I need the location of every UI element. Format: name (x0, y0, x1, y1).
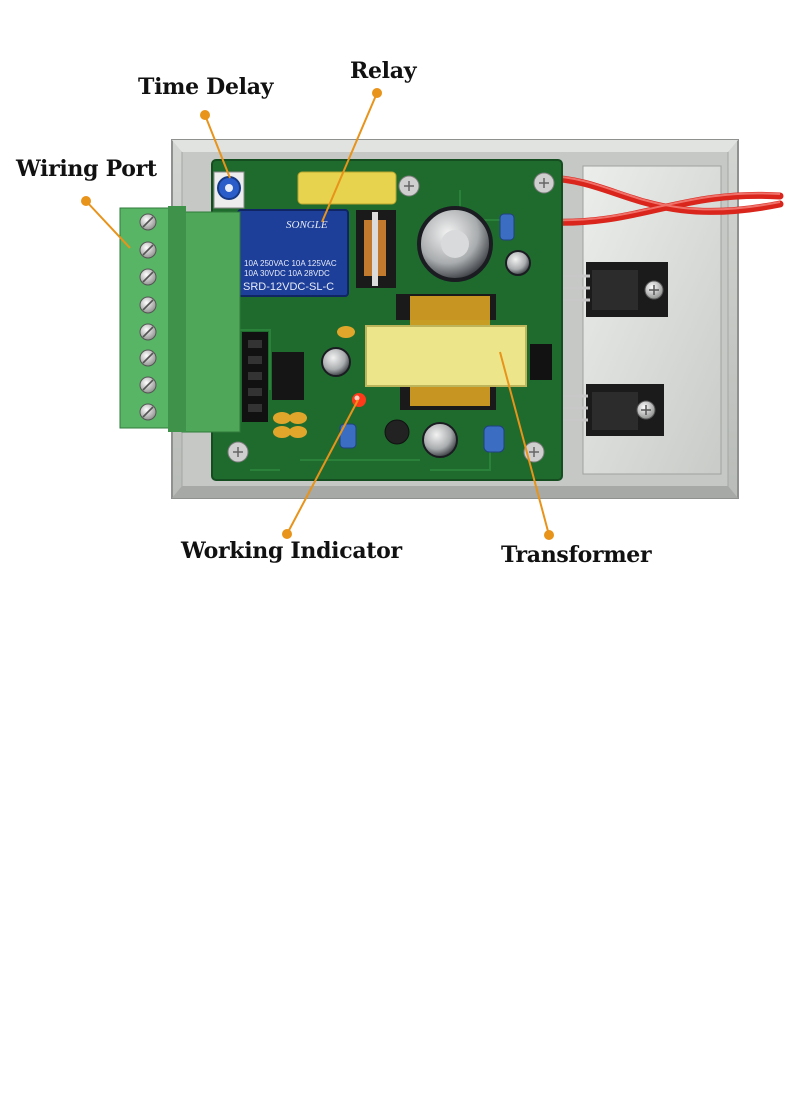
working-indicator-led (352, 393, 366, 407)
leader-transformer (499, 351, 550, 536)
callout-working-indicator: Working Indicator (181, 538, 402, 564)
callout-leaders (85, 92, 550, 536)
transformer-component (365, 294, 527, 410)
inductor (356, 210, 396, 288)
small-capacitor-c (422, 422, 458, 458)
relay-component: SONGLE 10A 250VAC 10A 125VAC 10A 30VDC 1… (237, 209, 349, 297)
orange-capacitors (273, 326, 355, 438)
callout-time-delay: Time Delay (138, 74, 274, 100)
callout-wiring-port: Wiring Port (16, 156, 157, 182)
callout-dots (81, 88, 554, 540)
red-wires (544, 174, 784, 226)
relay-model: SRD-12VDC-SL-C (243, 281, 334, 293)
wiring-port-terminal (119, 206, 241, 433)
transistor (530, 344, 552, 380)
leader-time-delay (204, 114, 231, 179)
relay-spec-2: 10A 30VDC 10A 28VDC (244, 269, 330, 278)
small-capacitor-a (505, 250, 531, 276)
time-delay-potentiometer (213, 171, 245, 209)
relay-brand: SONGLE (286, 219, 328, 231)
bulk-capacitor (417, 206, 493, 282)
callout-transformer: Transformer (501, 542, 652, 568)
heatsink-plate (540, 165, 722, 475)
ic-chip (272, 352, 304, 400)
leader-working-indicator (286, 399, 359, 535)
leader-relay (321, 92, 378, 223)
film-capacitors (339, 213, 515, 453)
x-capacitor (297, 171, 397, 205)
relay-spec-1: 10A 250VAC 10A 125VAC (244, 259, 337, 268)
small-capacitor-b (321, 347, 351, 377)
leader-wiring-port (85, 200, 131, 249)
callout-relay: Relay (350, 58, 417, 84)
black-capacitor (384, 419, 410, 445)
